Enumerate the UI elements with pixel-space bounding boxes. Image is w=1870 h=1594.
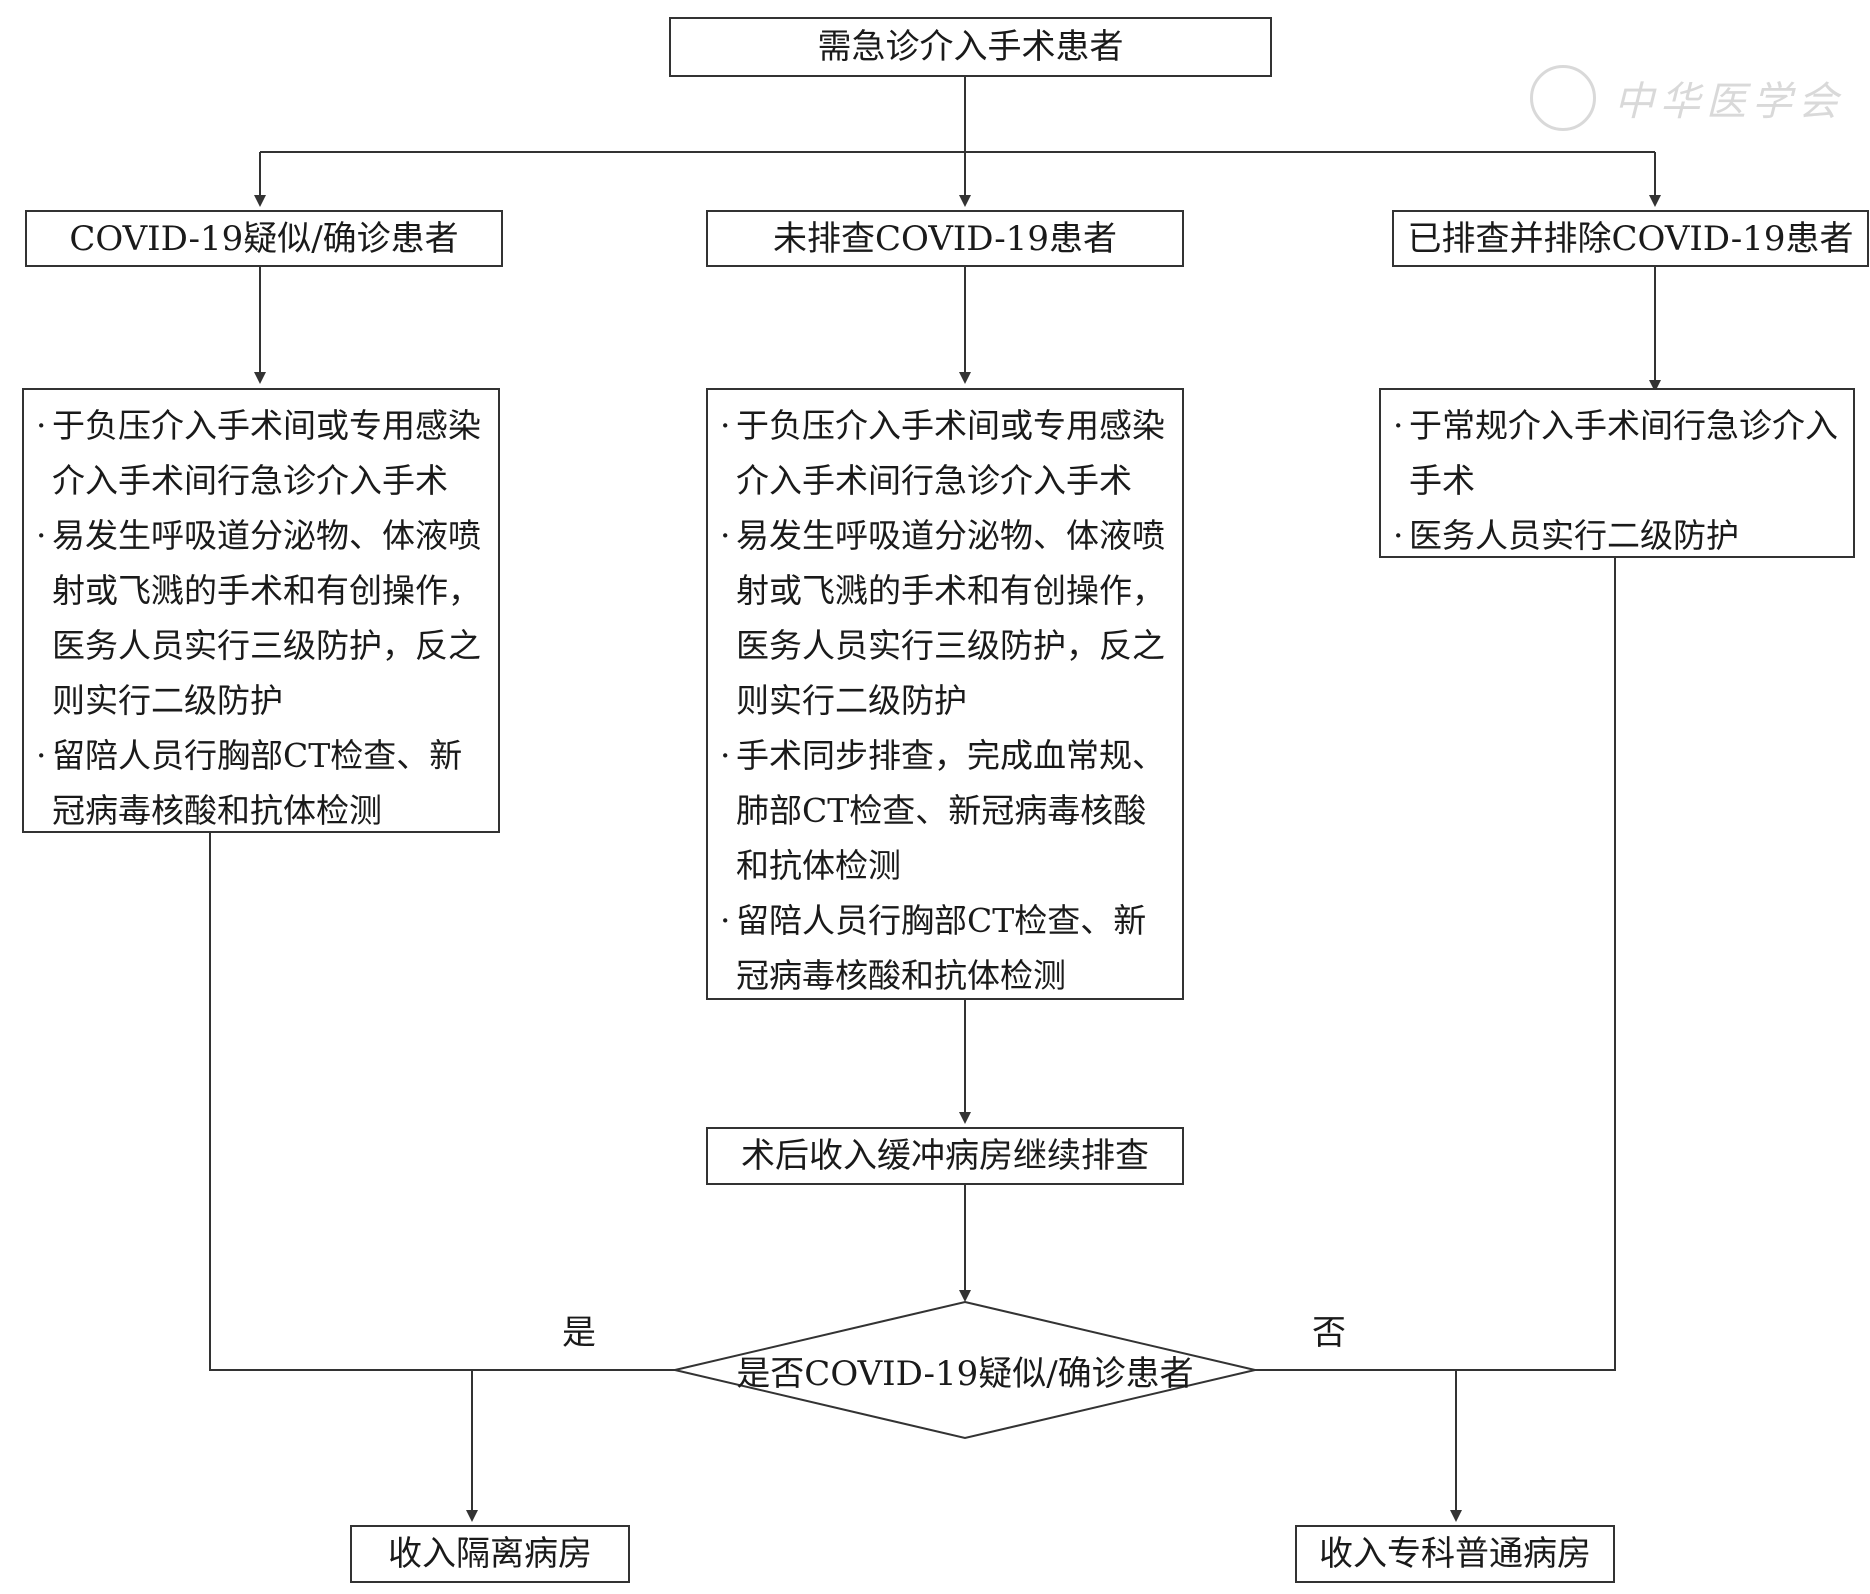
list-item: 手术同步排查，完成血常规、肺部CT检查、新冠病毒核酸和抗体检测 [720,728,1170,893]
watermark-text: 中华医学会 [1614,79,1844,125]
list-item: 留陪人员行胸部CT检查、新冠病毒核酸和抗体检测 [720,893,1170,1003]
list-item: 留陪人员行胸部CT检查、新冠病毒核酸和抗体检测 [36,728,486,838]
no-label: 否 [1312,1313,1346,1353]
unscreened-patients-node: 未排查COVID-19患者 [706,210,1184,267]
yes-label: 是 [562,1313,596,1353]
isolation-ward-node: 收入隔离病房 [350,1525,630,1583]
list-item: 易发生呼吸道分泌物、体液喷射或飞溅的手术和有创操作，医务人员实行三级防护，反之则… [720,508,1170,728]
excluded-patients-node: 已排查并排除COVID-19患者 [1392,210,1869,267]
general-ward-node: 收入专科普通病房 [1295,1525,1615,1583]
excluded-measures-list: 于常规介入手术间行急诊介入手术 医务人员实行二级防护 [1379,388,1855,563]
list-item: 易发生呼吸道分泌物、体液喷射或飞溅的手术和有创操作，医务人员实行三级防护，反之则… [36,508,486,728]
society-seal-icon [1530,65,1596,131]
watermark-logo: 中华医学会 [1530,65,1844,131]
suspected-patients-node: COVID-19疑似/确诊患者 [25,210,503,267]
list-item: 医务人员实行二级防护 [1393,508,1841,563]
start-node: 需急诊介入手术患者 [669,17,1272,77]
post-op-buffer-ward-node: 术后收入缓冲病房继续排查 [706,1127,1184,1185]
decision-node: 是否COVID-19疑似/确诊患者 [736,1353,1194,1394]
list-item: 于负压介入手术间或专用感染介入手术间行急诊介入手术 [36,398,486,508]
list-item: 于负压介入手术间或专用感染介入手术间行急诊介入手术 [720,398,1170,508]
unscreened-measures-list: 于负压介入手术间或专用感染介入手术间行急诊介入手术 易发生呼吸道分泌物、体液喷射… [706,388,1184,1000]
list-item: 于常规介入手术间行急诊介入手术 [1393,398,1841,508]
suspected-measures-list: 于负压介入手术间或专用感染介入手术间行急诊介入手术 易发生呼吸道分泌物、体液喷射… [22,388,500,833]
